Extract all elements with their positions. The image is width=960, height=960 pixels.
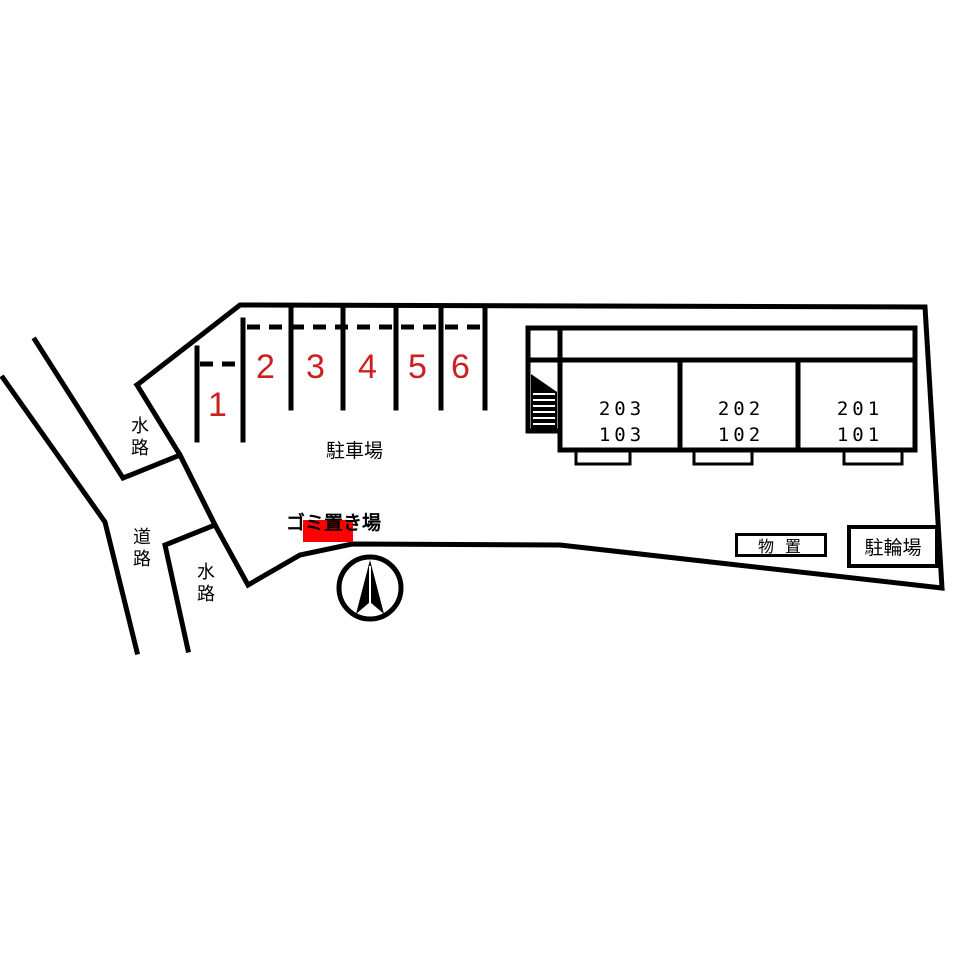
building-balcony <box>525 325 918 363</box>
stairs-icon <box>531 374 557 430</box>
garbage-area-marker <box>303 520 353 542</box>
garbage-area-label: ゴミ置き場 <box>286 512 382 534</box>
parking-space-number: 2 <box>256 348 275 386</box>
parking-space-number: 4 <box>358 348 377 386</box>
parking-lot-label: 駐車場 <box>326 440 384 462</box>
parking-space-number: 1 <box>208 386 227 424</box>
entrance-step <box>692 448 754 466</box>
parking-space-number: 3 <box>306 348 325 386</box>
entrance-step <box>574 448 632 466</box>
parking-space-number: 6 <box>451 348 470 386</box>
unit-number-upper: 201 <box>836 398 884 420</box>
parking-space-number: 5 <box>408 348 427 386</box>
road-left-edge <box>0 374 141 656</box>
unit-number-lower: 101 <box>836 424 884 446</box>
unit-number-upper: 202 <box>717 398 765 420</box>
waterway-label-upper: 水路 <box>131 416 149 459</box>
bicycle-parking: 駐輪場 <box>847 525 939 568</box>
storage-shed: 物 置 <box>735 533 827 557</box>
road-label: 道路 <box>133 527 151 570</box>
north-arrow-icon <box>336 554 404 622</box>
unit-number-upper: 203 <box>598 398 646 420</box>
entrance-step <box>842 448 904 466</box>
waterway-label-lower: 水路 <box>197 562 215 605</box>
unit-number-lower: 102 <box>717 424 765 446</box>
unit-number-lower: 103 <box>598 424 646 446</box>
site-boundary <box>133 302 945 591</box>
